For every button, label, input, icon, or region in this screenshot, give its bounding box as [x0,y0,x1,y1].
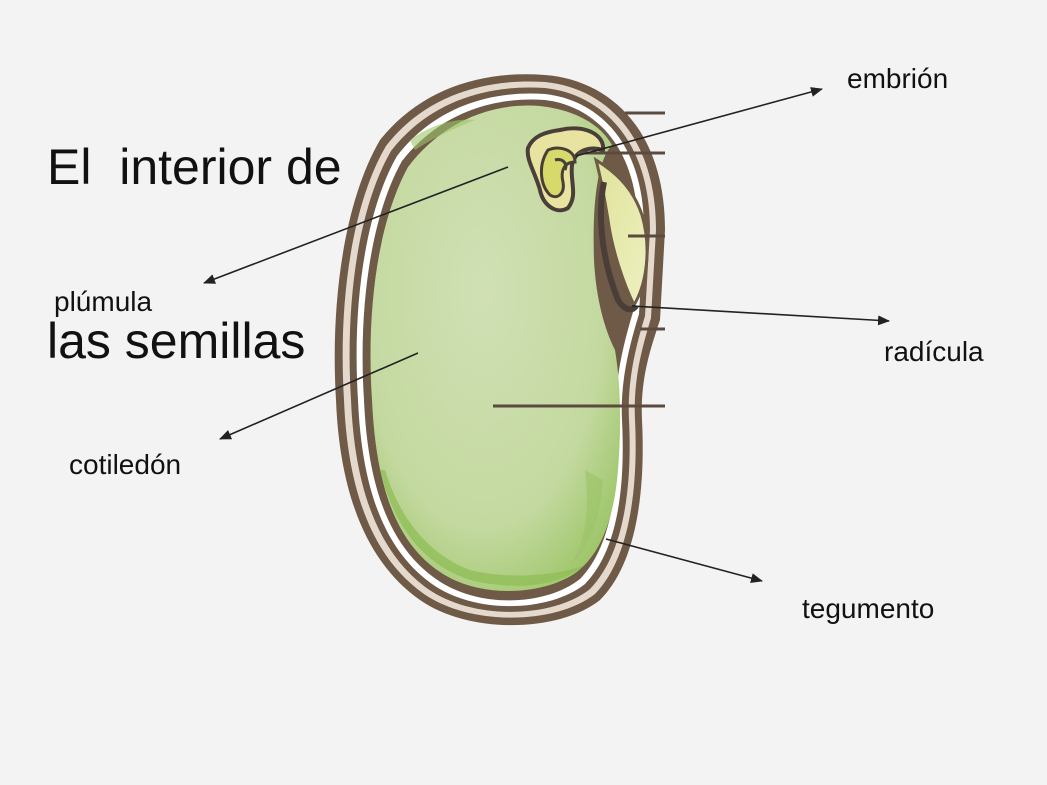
label-plumula: plúmula [54,286,152,318]
arrow-radicula [632,306,889,321]
arrow-tegumento [606,539,762,581]
label-cotiledon: cotiledón [69,449,181,481]
label-embrion: embrión [847,63,948,95]
label-radicula: radícula [884,336,984,368]
label-tegumento: tegumento [802,593,934,625]
cotyledon [371,106,621,591]
